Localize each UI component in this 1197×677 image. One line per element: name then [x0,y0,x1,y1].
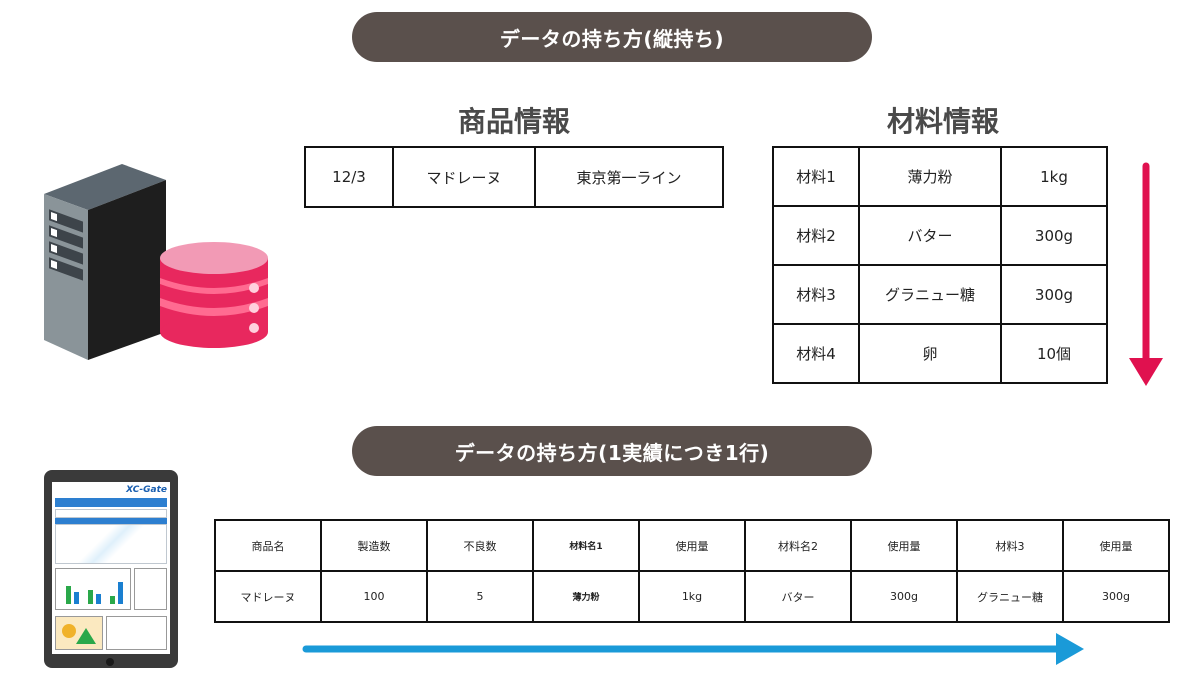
header-cell: 材料名1 [532,519,640,572]
product-section-title: 商品情報 [457,105,570,138]
wide-table: 商品名 製造数 不良数 材料名1 使用量 材料名2 使用量 材料3 使用量 マド… [214,519,1170,623]
table-row: 商品名 製造数 不良数 材料名1 使用量 材料名2 使用量 材料3 使用量 [214,519,1170,572]
right-arrow-icon [302,633,1084,665]
material-amount-cell: 300g [1000,205,1108,266]
header-cell: 使用量 [638,519,746,572]
table-row: 材料1 薄力粉 1kg [772,146,1108,207]
material-label-cell: 材料3 [772,264,860,325]
header-cell: 不良数 [426,519,534,572]
material-label-cell: 材料1 [772,146,860,207]
material-amount-cell: 10個 [1000,323,1108,384]
material-amount-cell: 300g [1000,264,1108,325]
material-amount-cell: 1kg [1000,146,1108,207]
header-cell: 材料3 [956,519,1064,572]
value-cell: バター [744,570,852,623]
product-date-cell: 12/3 [304,146,394,208]
material-name-cell: グラニュー糖 [858,264,1002,325]
header-cell: 商品名 [214,519,322,572]
value-cell: 1kg [638,570,746,623]
tablet-brand-logo: XC-Gate [126,485,167,495]
material-table: 材料1 薄力粉 1kg 材料2 バター 300g 材料3 グラニュー糖 300g… [772,146,1108,384]
material-name-cell: 卵 [858,323,1002,384]
server-icon [44,164,166,360]
header-cell: 製造数 [320,519,428,572]
header-row-format: データの持ち方(1実績につき1行) [352,426,872,476]
down-arrow-icon [1129,162,1163,386]
material-name-cell: 薄力粉 [858,146,1002,207]
database-icon [160,242,268,348]
product-table: 12/3 マドレーヌ 東京第一ライン [304,146,724,208]
table-row: 12/3 マドレーヌ 東京第一ライン [304,146,724,208]
tablet-screen: XC-Gate [52,482,170,654]
material-label-cell: 材料2 [772,205,860,266]
value-cell: 薄力粉 [532,570,640,623]
header-cell: 材料名2 [744,519,852,572]
material-section-title: 材料情報 [886,105,999,138]
product-name-cell: マドレーヌ [392,146,536,208]
value-cell: マドレーヌ [214,570,322,623]
material-label-cell: 材料4 [772,323,860,384]
table-row: マドレーヌ 100 5 薄力粉 1kg バター 300g グラニュー糖 300g [214,570,1170,623]
header-cell: 使用量 [850,519,958,572]
tablet-icon: XC-Gate [44,470,178,668]
value-cell: 100 [320,570,428,623]
value-cell: 300g [1062,570,1170,623]
table-row: 材料2 バター 300g [772,205,1108,266]
value-cell: 5 [426,570,534,623]
value-cell: グラニュー糖 [956,570,1064,623]
material-name-cell: バター [858,205,1002,266]
table-row: 材料3 グラニュー糖 300g [772,264,1108,325]
product-line-cell: 東京第一ライン [534,146,724,208]
table-row: 材料4 卵 10個 [772,323,1108,384]
header-cell: 使用量 [1062,519,1170,572]
value-cell: 300g [850,570,958,623]
header-vertical-format: データの持ち方(縦持ち) [352,12,872,62]
